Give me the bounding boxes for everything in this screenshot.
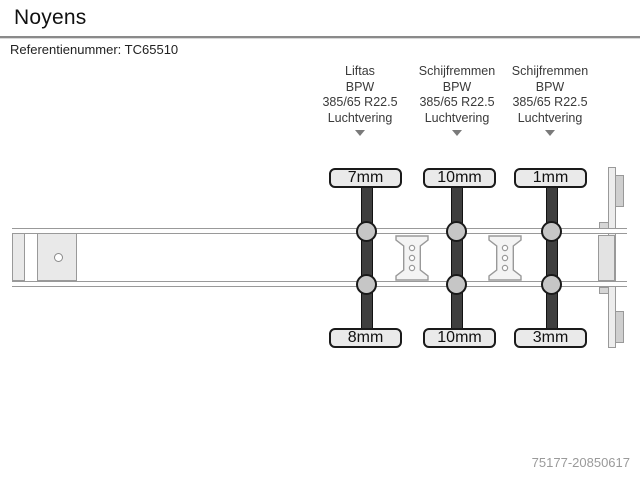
chassis-crossmember bbox=[488, 235, 522, 281]
tyre-size-label: 385/65 R22.5 bbox=[419, 95, 495, 109]
tread-badge-axle2-right: 10mm bbox=[423, 328, 496, 348]
axle-spec-column-1: Liftas BPW 385/65 R22.5 Luchtvering bbox=[310, 64, 410, 136]
wheel-hub bbox=[356, 274, 377, 295]
axle-beam-3 bbox=[546, 179, 558, 343]
axle-brand-label: BPW bbox=[442, 79, 472, 94]
axle-spec-column-3: Schijfremmen BPW 385/65 R22.5 Luchtverin… bbox=[500, 64, 600, 136]
wheel-hub bbox=[541, 274, 562, 295]
triangle-down-icon bbox=[452, 130, 462, 136]
tread-badge-axle3-left: 1mm bbox=[514, 168, 587, 188]
axle-type-label: Liftas bbox=[345, 64, 375, 78]
reference-value: TC65510 bbox=[124, 42, 179, 57]
rear-bumper-pad bbox=[615, 311, 624, 343]
tyre-size-label: 385/65 R22.5 bbox=[322, 95, 398, 109]
tread-badge-axle2-left: 10mm bbox=[423, 168, 496, 188]
axle-spec-column-2: Schijfremmen BPW 385/65 R22.5 Luchtverin… bbox=[407, 64, 507, 136]
reference-number: Referentienummer: TC65510 bbox=[10, 42, 178, 57]
axle-beam-1 bbox=[361, 179, 373, 343]
tread-badge-axle1-right: 8mm bbox=[329, 328, 402, 348]
axle-brand-label: BPW bbox=[535, 79, 565, 94]
kingpin-icon bbox=[54, 253, 63, 262]
axle-type-label: Schijfremmen bbox=[511, 64, 589, 78]
wheel-hub bbox=[541, 221, 562, 242]
reference-label: Referentienummer: bbox=[10, 42, 122, 57]
suspension-label: Luchtvering bbox=[424, 110, 490, 125]
wheel-hub bbox=[446, 221, 467, 242]
triangle-down-icon bbox=[545, 130, 555, 136]
axle-type-label: Schijfremmen bbox=[418, 64, 496, 78]
front-crossmember bbox=[12, 233, 25, 281]
tread-badge-axle1-left: 7mm bbox=[329, 168, 402, 188]
header-divider bbox=[0, 36, 640, 39]
page-title: Noyens bbox=[14, 6, 87, 29]
chassis-rail-bottom bbox=[12, 281, 627, 287]
triangle-down-icon bbox=[355, 130, 365, 136]
tyre-size-label: 385/65 R22.5 bbox=[512, 95, 588, 109]
axle-brand-label: BPW bbox=[345, 79, 375, 94]
chassis-rail-top bbox=[12, 228, 627, 234]
rear-center-beam bbox=[598, 235, 615, 281]
chassis-crossmember bbox=[395, 235, 429, 281]
rear-bracket bbox=[599, 287, 609, 294]
suspension-label: Luchtvering bbox=[517, 110, 583, 125]
axle-beam-2 bbox=[451, 179, 463, 343]
wheel-hub bbox=[356, 221, 377, 242]
tread-badge-axle3-right: 3mm bbox=[514, 328, 587, 348]
watermark-id: 75177-20850617 bbox=[531, 455, 630, 470]
rear-bumper-pad bbox=[615, 175, 624, 207]
suspension-label: Luchtvering bbox=[327, 110, 393, 125]
wheel-hub bbox=[446, 274, 467, 295]
